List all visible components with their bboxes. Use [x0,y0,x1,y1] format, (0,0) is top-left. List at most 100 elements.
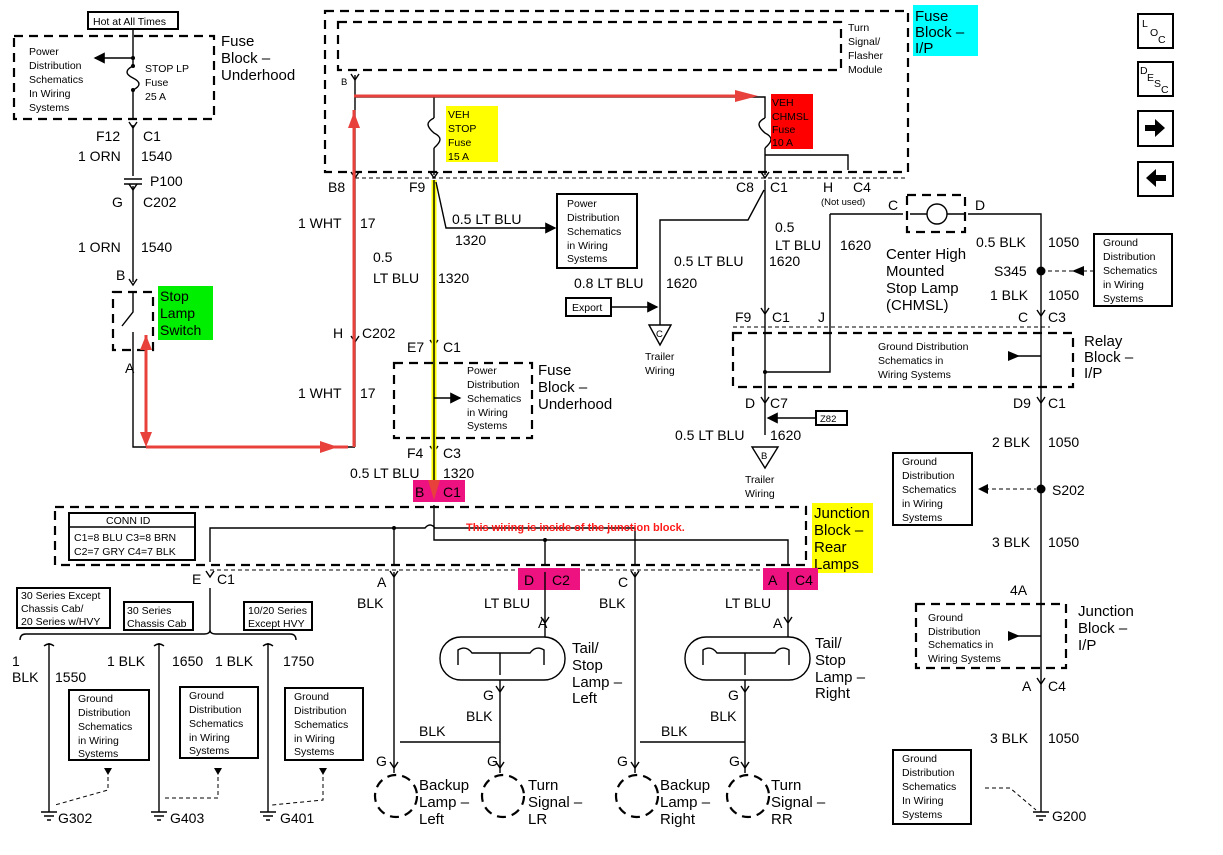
ground-distribution-ref-box[interactable] [892,452,973,526]
loc-button[interactable]: LOC [1137,13,1174,49]
svg-text:Block –: Block – [221,50,271,67]
wire-size: 0.5 [775,219,795,235]
lamp-filament-icon [702,647,790,675]
circuit-number: 1620 [666,275,697,291]
switch-symbol [121,292,134,352]
pin-g: G [483,687,494,703]
wire-color: BLK [12,669,39,685]
wire-color: 0.5 LT BLU [350,465,420,481]
svg-text:Underhood: Underhood [538,396,612,413]
ground-distribution-ref-box[interactable] [1093,233,1173,307]
svg-text:Schematics: Schematics [902,781,956,793]
svg-text:Fuse: Fuse [145,77,169,89]
tail-stop-lamp-right [684,636,811,681]
svg-text:Ground Distribution: Ground Distribution [878,341,969,353]
svg-text:Schematics: Schematics [567,226,621,238]
pin-a: A [538,615,548,631]
svg-text:Ground: Ground [902,753,937,765]
conn-id-table [68,512,196,561]
pin-a: A [768,572,778,588]
wire-color: 0.8 LT BLU [574,275,644,291]
circuit-number: 1750 [283,653,314,669]
next-button[interactable] [1137,110,1174,147]
svg-text:Schematics: Schematics [1103,265,1157,277]
conn-c202: C202 [362,325,396,341]
pin-a: A [1022,678,1032,694]
junction-block-rear-highlight [812,503,873,573]
ground-icon [1033,780,1049,821]
pin-4a: 4A [1010,582,1028,598]
svg-text:Wiring Systems: Wiring Systems [928,653,1001,665]
svg-text:Distribution: Distribution [294,705,347,717]
svg-text:Fuse: Fuse [915,8,948,25]
pin-a: A [125,360,135,376]
svg-text:Systems: Systems [29,102,69,114]
pin-g: G [487,753,498,769]
conn-c4: C4 [1048,678,1066,694]
pin-f4: F4 [407,445,424,461]
svg-text:Switch: Switch [160,322,201,338]
wire-size: 0.5 [373,249,393,265]
pin-b: B [341,77,347,88]
svg-text:Wiring: Wiring [745,488,775,500]
svg-text:Underhood: Underhood [221,67,295,84]
svg-text:Left: Left [572,690,598,707]
wire-color: BLK [357,595,384,611]
pin-g: G [728,687,739,703]
svg-text:Ground: Ground [189,690,224,702]
svg-text:in Wiring: in Wiring [78,735,119,747]
svg-text:CHMSL: CHMSL [772,111,809,123]
svg-text:30 Series Except: 30 Series Except [21,590,100,602]
conn-c2: C2 [552,572,570,588]
svg-text:Schematics: Schematics [294,719,348,731]
svg-text:10 A: 10 A [772,137,793,149]
svg-text:Systems: Systems [189,745,229,757]
svg-text:Lamp –: Lamp – [572,674,623,691]
tail-stop-lamp-left [439,636,566,681]
lamp-filament-icon [457,647,545,675]
fuse-block-underhood-box [12,34,216,121]
previous-button[interactable] [1137,161,1174,197]
junction-block-rear-box [53,505,808,567]
svg-text:Chassis Cab/: Chassis Cab/ [21,603,84,615]
wire-color: 1 ORN [78,148,121,164]
conn-c1: C1 [143,128,161,144]
circuit-number: 1620 [769,253,800,269]
svg-text:Distribution: Distribution [928,626,981,638]
ground-g403: G403 [170,810,204,826]
p100-splice [124,178,142,185]
svg-text:Trailer: Trailer [645,351,675,363]
svg-text:Schematics: Schematics [189,718,243,730]
svg-text:VEH: VEH [448,109,470,121]
ground-distribution-ref-box[interactable] [892,749,972,825]
power-distribution-ref-box[interactable] [556,193,638,269]
option-box [243,601,313,631]
conn-c1: C1 [772,309,790,325]
svg-text:RR: RR [771,811,793,828]
wire-color: LT BLU [484,595,530,611]
svg-text:Power: Power [467,365,497,377]
pin-c8: C8 [736,179,754,195]
circuit-number: 1050 [1048,730,1079,746]
circuit-number: 1320 [443,465,474,481]
fuse-symbol [758,117,772,149]
z82-label: Z82 [820,414,836,425]
relay-block-box [731,331,1075,389]
svg-text:Turn: Turn [771,777,801,794]
pin-a: A [773,615,783,631]
wire-size: 1 [12,653,20,669]
svg-text:Tail/: Tail/ [572,640,600,657]
